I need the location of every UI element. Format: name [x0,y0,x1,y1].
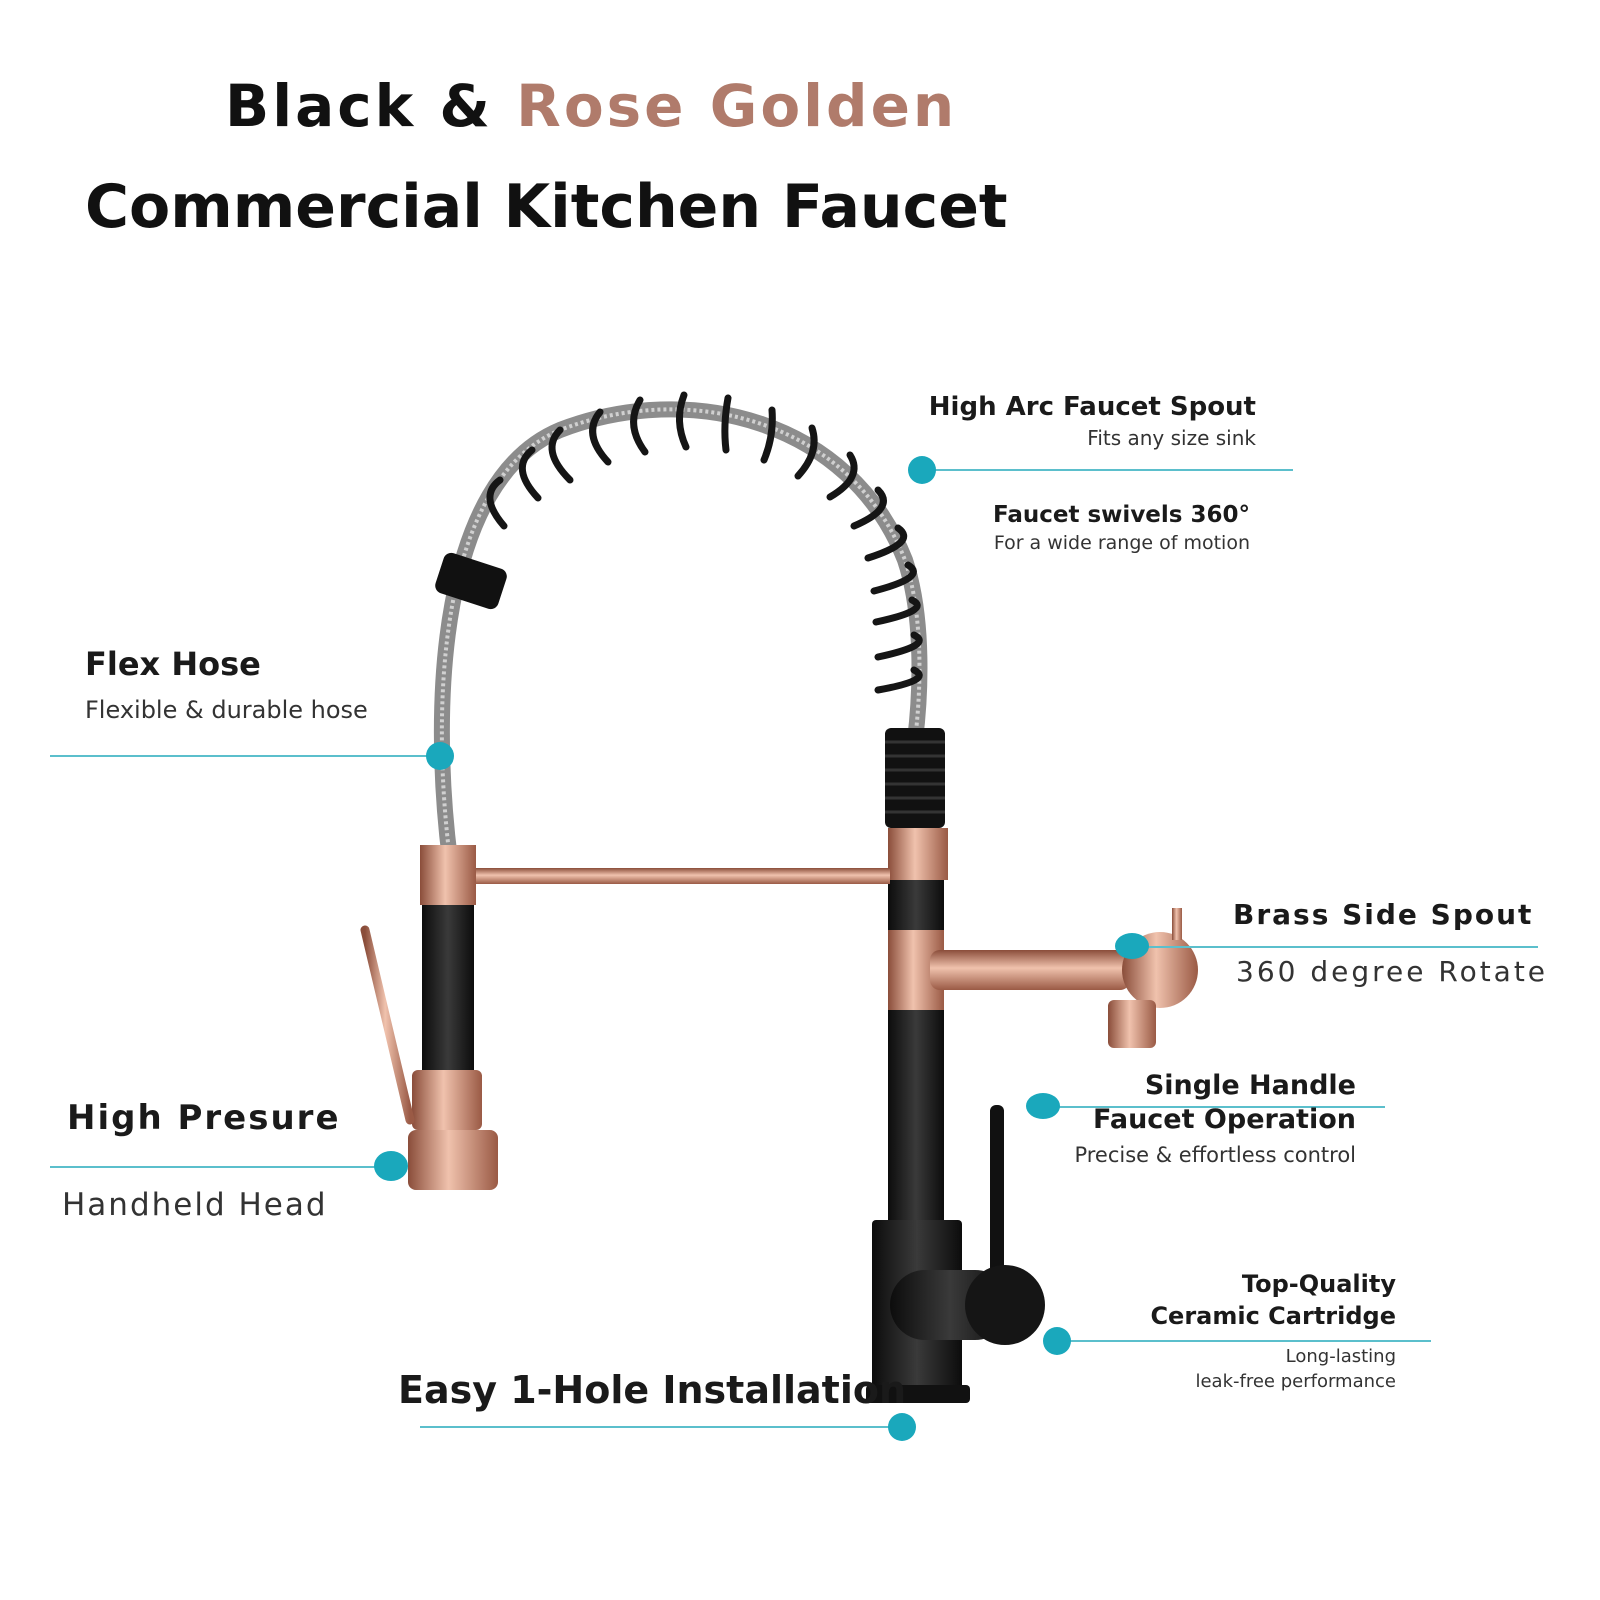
cartridge-marker [1043,1327,1071,1355]
faucet-body [888,880,944,930]
high-arc-leader-line [915,469,1293,471]
flex-hose-sub: Flexible & durable hose [85,696,368,724]
side-spout [930,950,1130,990]
single-handle-title-1: Single Handle [1144,1070,1356,1101]
side-spout-leader-line [1128,946,1538,948]
cartridge-sub-1: Long-lasting [1285,1346,1396,1367]
high-arc-sub: Fits any size sink [1087,426,1256,450]
title-rose-golden: Rose Golden [516,72,958,140]
high-pressure-leader-line [50,1166,400,1168]
flex-hose-leader-line [50,755,440,757]
high-pressure-title: High Presure [67,1098,341,1138]
handheld-head [408,1130,498,1190]
swivel-title: Faucet swivels 360° [993,502,1250,528]
flex-hose-title: Flex Hose [85,645,261,683]
high-pressure-marker [374,1151,408,1181]
cartridge-title-1: Top-Quality [1241,1270,1396,1298]
swivel-sub: For a wide range of motion [993,532,1250,554]
side-spout-title: Brass Side Spout [1233,898,1534,931]
high-arc-title: High Arc Faucet Spout [928,392,1256,422]
flex-hose-marker [426,742,454,770]
installation-title: Easy 1-Hole Installation [398,1368,907,1412]
page-title: Commercial Kitchen Faucet [85,172,1008,242]
side-spout-sub: 360 degree Rotate [1236,955,1549,988]
cartridge-sub-2: leak-free performance [1195,1371,1396,1392]
installation-marker [888,1413,916,1441]
single-handle [990,1105,1004,1285]
cartridge-title-2: Ceramic Cartridge [1150,1302,1396,1330]
holder-bar [470,868,890,884]
single-handle-leader-line [1040,1106,1385,1108]
single-handle-title-2: Faucet Operation [1093,1104,1356,1135]
title-line-1: Black & Rose Golden [225,72,957,140]
single-handle-marker [1026,1093,1060,1119]
title-black: Black & [225,72,493,140]
single-handle-sub: Precise & effortless control [1074,1143,1356,1167]
installation-leader-line [420,1426,900,1428]
high-pressure-sub: Handheld Head [62,1187,328,1223]
side-spout-marker [1115,933,1149,959]
spring-coil [486,391,923,694]
high-arc-marker [908,456,936,484]
cartridge-leader-line [1056,1340,1431,1342]
ribbed-sleeve [885,728,945,828]
